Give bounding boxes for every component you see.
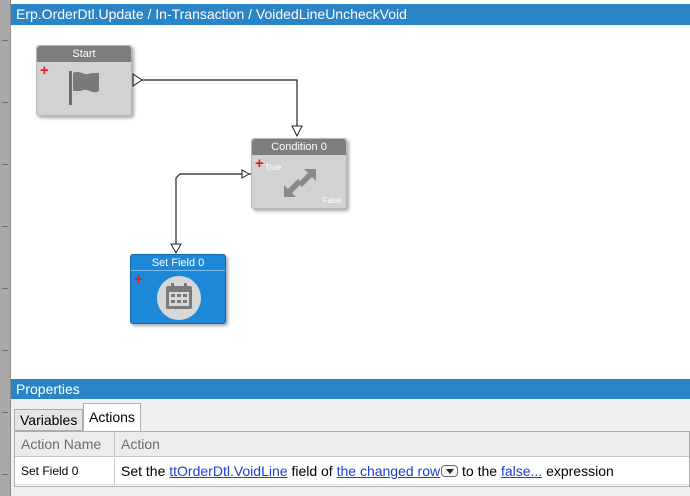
column-action-name[interactable]: Action Name — [15, 432, 115, 457]
action-text-prefix: Set the — [121, 463, 170, 479]
workflow-canvas[interactable]: Start + Condition 0 + True False Set Fie… — [11, 25, 690, 379]
left-splitter[interactable] — [0, 0, 11, 496]
connector-arrowhead — [170, 243, 182, 255]
connector-start-condition — [141, 79, 298, 126]
connectors — [132, 73, 303, 255]
start-node-body: + — [37, 62, 131, 115]
splitter-tick — [2, 474, 8, 475]
start-node[interactable]: Start + — [36, 45, 132, 116]
splitter-tick — [2, 412, 8, 413]
add-icon[interactable]: + — [40, 62, 49, 79]
flag-icon — [69, 71, 99, 105]
splitter-tick — [2, 164, 8, 165]
column-action[interactable]: Action — [121, 436, 160, 452]
set-field-node-title: Set Field 0 — [131, 255, 225, 271]
splitter-tick — [2, 102, 8, 103]
window-title: Erp.OrderDtl.Update / In-Transaction / V… — [11, 4, 690, 25]
action-name-cell: Set Field 0 — [15, 458, 115, 485]
tab-actions[interactable]: Actions — [83, 403, 141, 431]
grid-header: Action Name Action — [15, 432, 689, 457]
set-field-node-body: + — [131, 271, 225, 323]
start-node-title: Start — [37, 46, 131, 62]
field-link[interactable]: ttOrderDtl.VoidLine — [169, 463, 288, 479]
actions-grid: Action Name Action Set Field 0 Set the t… — [14, 431, 690, 487]
add-icon[interactable]: + — [255, 155, 264, 172]
arrows-diagonal-icon — [284, 169, 316, 197]
action-cell: Set the ttOrderDtl.VoidLine field of the… — [115, 458, 614, 485]
condition-true-port — [241, 169, 251, 179]
condition-node-title: Condition 0 — [252, 139, 346, 155]
splitter-tick — [2, 40, 8, 41]
properties-panel: Variables Actions Action Name Action Set… — [11, 399, 690, 496]
condition-node-body: + True False — [252, 155, 346, 208]
splitter-tick — [2, 350, 8, 351]
action-text-mid2: to the — [458, 463, 501, 479]
splitter-tick — [2, 226, 8, 227]
row-target-link[interactable]: the changed row — [336, 463, 441, 479]
table-row[interactable]: Set Field 0 Set the ttOrderDtl.VoidLine … — [15, 458, 689, 485]
tab-variables[interactable]: Variables — [14, 409, 84, 431]
splitter-tick — [2, 288, 8, 289]
false-branch-label: False — [322, 196, 342, 205]
value-expression-link[interactable]: false... — [500, 463, 543, 479]
connector-true-setfield — [175, 173, 251, 244]
properties-title: Properties — [11, 379, 690, 399]
start-output-port — [132, 73, 143, 87]
true-branch-label: True — [265, 163, 282, 172]
add-icon[interactable]: + — [134, 271, 143, 288]
connector-arrowhead — [291, 125, 303, 138]
calendar-icon — [157, 276, 201, 320]
row-target-dropdown-icon[interactable] — [441, 465, 459, 477]
condition-node[interactable]: Condition 0 + True False — [251, 138, 347, 209]
set-field-node[interactable]: Set Field 0 + — [130, 254, 226, 324]
action-text-suffix: expression — [542, 463, 614, 479]
action-text-mid1: field of — [287, 463, 337, 479]
